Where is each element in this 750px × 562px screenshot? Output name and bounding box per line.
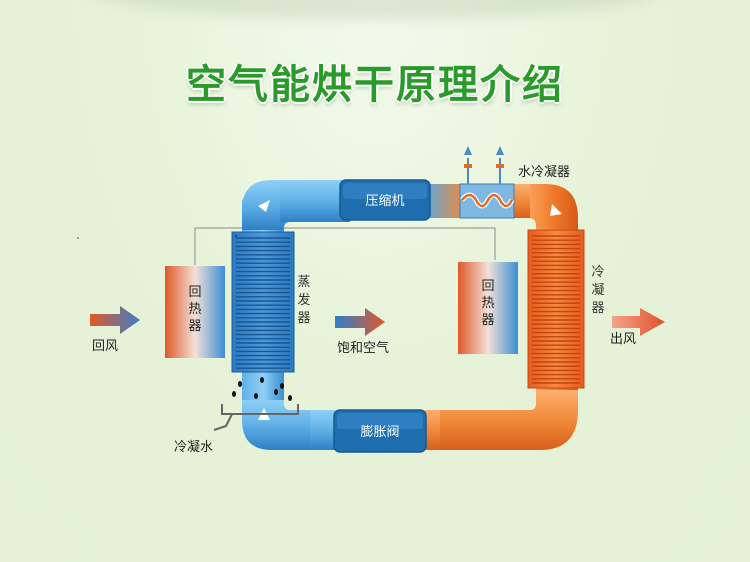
drip-tray: [221, 404, 299, 415]
connector-lines: [194, 227, 496, 265]
pipe-bottom-left-corner: [242, 400, 310, 450]
vertical-labels: 回 热 器 回 热 器 蒸 发 器 冷 凝 器: [188, 265, 604, 334]
condensate-water-label: 冷凝水: [174, 439, 213, 455]
water-condenser-label: 水冷凝器: [518, 164, 570, 180]
expansion-valve-label: 膨胀阀: [360, 425, 399, 440]
return-air-label: 回风: [92, 339, 118, 354]
drain-pipe: [213, 413, 233, 431]
condenser-char-1: 冷: [591, 265, 604, 280]
air-arrows: [90, 306, 665, 336]
evaporator-char-3: 器: [297, 311, 310, 326]
heat-recovery-left-char-1: 回: [188, 285, 201, 300]
heat-recovery-left-char-3: 器: [188, 319, 201, 334]
evaporator-fins: [236, 237, 290, 369]
heat-recovery-left: [165, 266, 225, 358]
heat-recovery-right: [458, 262, 518, 354]
outlet-air-label: 出风: [610, 332, 636, 347]
condenser-fins: [532, 235, 580, 384]
flow-arrow-top-left: [258, 200, 270, 212]
compressor: 压缩机: [339, 179, 431, 221]
saturated-air-label: 饱和空气: [337, 340, 389, 356]
compressor-label: 压缩机: [365, 193, 404, 209]
evaporator-char-2: 发: [297, 292, 310, 308]
outlet-air-arrow: [612, 308, 665, 336]
flow-arrow-top-right: [550, 204, 562, 216]
condenser-char-3: 器: [591, 301, 604, 316]
evaporator-side-dots: [234, 234, 238, 238]
stray-mark: [77, 237, 79, 239]
pipe-top-left: [280, 180, 350, 222]
saturated-air-arrow: [335, 308, 385, 336]
evaporator-coil: [231, 231, 295, 373]
water-condenser: [459, 146, 515, 219]
heat-recovery-right-char-2: 热: [481, 296, 494, 311]
condensate-droplets: [232, 377, 292, 401]
top-glow: [90, 0, 660, 20]
condenser-coil: [527, 229, 585, 389]
heat-recovery-right-char-3: 器: [481, 313, 494, 328]
water-up-arrow-left: [464, 146, 472, 155]
condenser-char-2: 凝: [591, 282, 604, 298]
pipe-bottom-right-corner: [430, 390, 578, 450]
return-air-arrow: [90, 306, 140, 334]
heat-recovery-left-char-2: 热: [188, 302, 201, 317]
expansion-valve: 膨胀阀: [333, 409, 427, 453]
evaporator-char-1: 蒸: [297, 275, 310, 290]
heat-recovery-right-char-1: 回: [481, 279, 494, 294]
pipe-top-mid: [425, 184, 465, 218]
water-up-arrow-right: [496, 146, 504, 155]
page-title: 空气能烘干原理介绍: [186, 62, 564, 108]
